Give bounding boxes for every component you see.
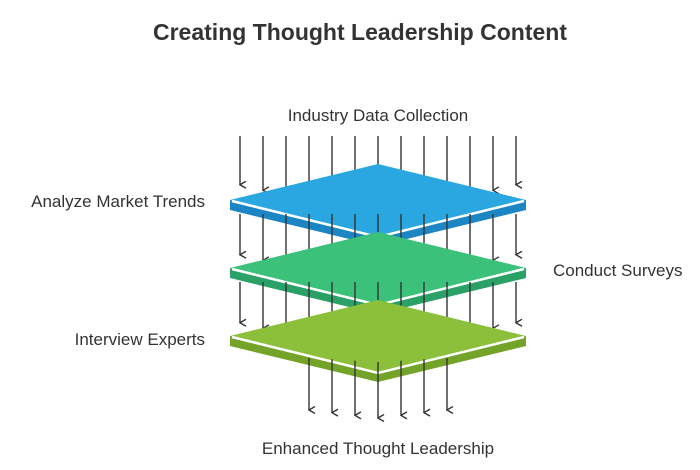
- layer-top: [230, 300, 526, 372]
- diagram-title: Creating Thought Leadership Content: [153, 19, 567, 45]
- layer1-label: Analyze Market Trends: [31, 192, 205, 211]
- layer2-label: Conduct Surveys: [553, 261, 682, 280]
- output-label: Enhanced Thought Leadership: [262, 439, 494, 458]
- input-label: Industry Data Collection: [288, 106, 468, 125]
- output-arrows: [309, 358, 447, 418]
- layer3-label: Interview Experts: [75, 330, 205, 349]
